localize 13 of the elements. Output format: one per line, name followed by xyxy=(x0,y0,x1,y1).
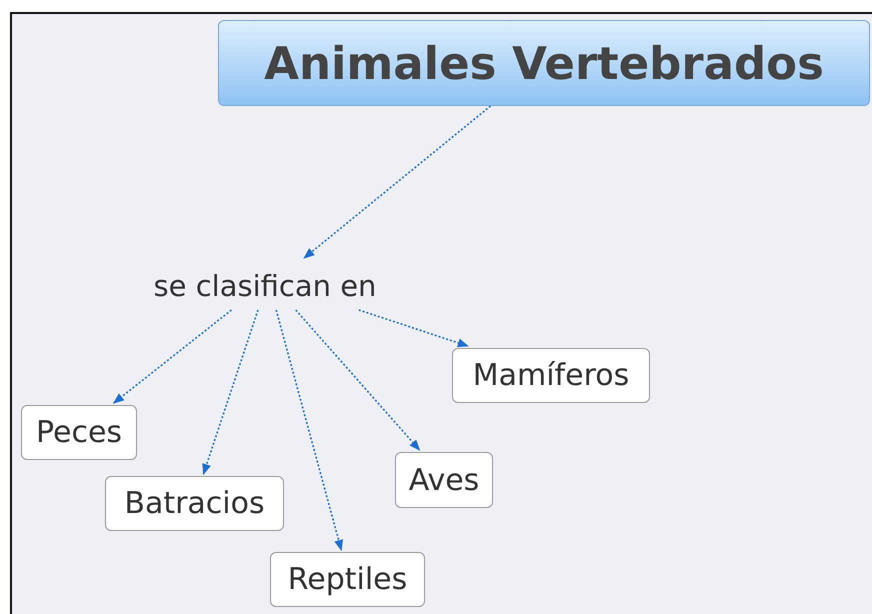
concept-box: Batracios xyxy=(105,476,284,531)
concept-box: Reptiles xyxy=(270,552,425,607)
title-box: Animales Vertebrados xyxy=(218,20,870,106)
arrow xyxy=(112,309,232,404)
concept-box: Aves xyxy=(395,452,493,508)
arrow xyxy=(295,309,420,451)
concept-box: Mamíferos xyxy=(452,348,650,403)
arrow xyxy=(275,310,343,552)
arrow xyxy=(303,105,492,259)
arrow xyxy=(358,309,469,348)
concept-label: se clasifican en xyxy=(125,262,405,310)
arrow xyxy=(202,310,259,476)
concept-box: Peces xyxy=(21,405,137,460)
